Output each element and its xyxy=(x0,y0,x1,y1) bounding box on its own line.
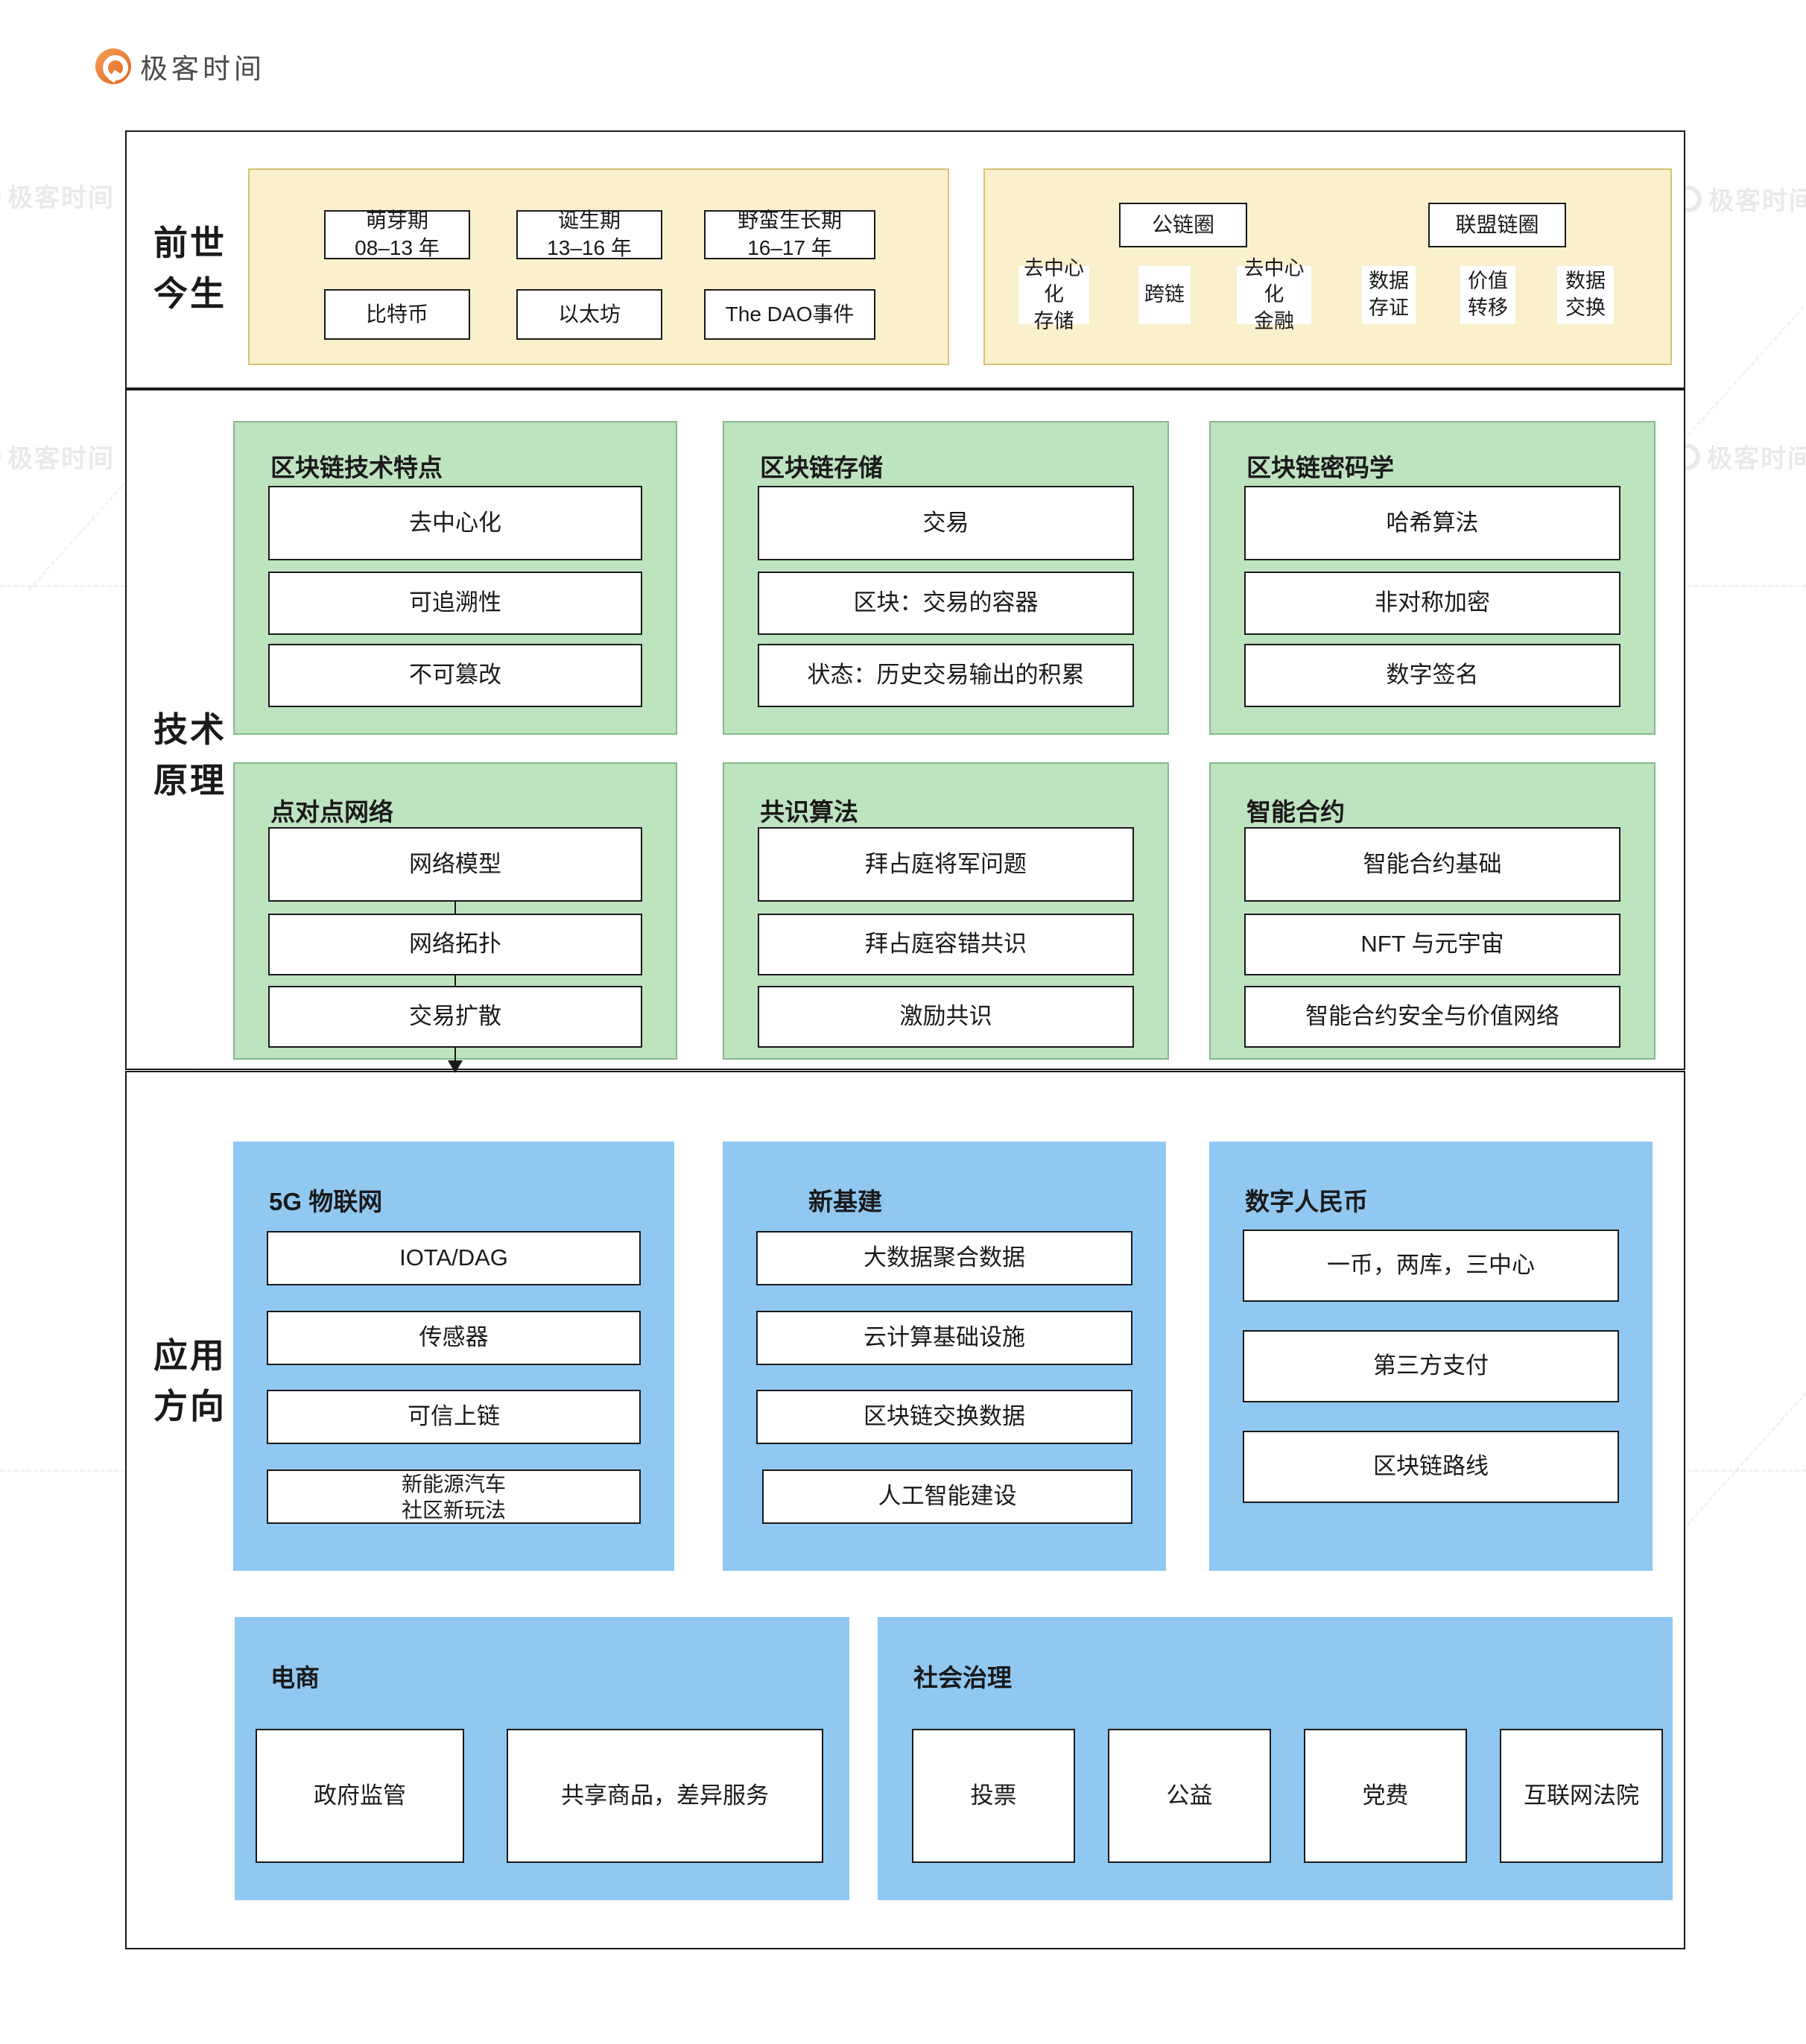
panel-title: 新基建 xyxy=(808,1188,882,1215)
panel-tech-features: 区块链技术特点 去中心化 可追溯性 不可篡改 xyxy=(233,421,677,735)
geektime-logo-text: 极客时间 xyxy=(140,54,265,84)
panel-cryptography: 区块链密码学 哈希算法 非对称加密 数字签名 xyxy=(1209,421,1656,735)
timeline-event: The DAO事件 xyxy=(704,289,875,340)
chain-group: 公链圈 xyxy=(1119,203,1247,247)
diagram-node: 投票 xyxy=(912,1729,1075,1863)
diagram-node: 区块链路线 xyxy=(1243,1431,1619,1503)
panel-p2p-network: 点对点网络 网络模型 网络拓扑 交易扩散 xyxy=(233,762,677,1073)
diagram-node: 共享商品，差异服务 xyxy=(507,1729,823,1863)
geektime-logo: 极客时间 xyxy=(95,46,265,86)
panel-title: 数字人民币 xyxy=(1245,1188,1368,1215)
diagram-node: 新能源汽车 社区新玩法 xyxy=(267,1469,641,1524)
diagram-node: 网络模型 xyxy=(268,827,642,902)
diagram-node: 人工智能建设 xyxy=(762,1469,1132,1524)
diagram-node: 去中心化 xyxy=(268,486,642,560)
panel-ecosystem: 公链圈 联盟链圈 去中心化 存储 跨链 去中心化 金融 数据 存证 价值 转移 … xyxy=(983,168,1672,365)
panel-title: 社会治理 xyxy=(913,1664,1012,1692)
diagram-node: 交易 xyxy=(758,486,1134,560)
watermark: 极客时间 xyxy=(1673,438,1806,475)
watermark: 极客时间 xyxy=(1675,180,1806,217)
chain-field: 去中心化 金融 xyxy=(1237,257,1311,332)
panel-consensus: 共识算法 拜占庭将军问题 拜占庭容错共识 激励共识 xyxy=(723,762,1169,1060)
diagram-node: 第三方支付 xyxy=(1243,1330,1619,1402)
diagram-node: 拜占庭将军问题 xyxy=(758,827,1134,902)
diagram-node: 区块链交换数据 xyxy=(756,1390,1132,1444)
section-history-label: 前世 今生 xyxy=(153,224,226,314)
diagram-node: 网络拓扑 xyxy=(268,914,642,975)
watermark-logo-icon xyxy=(0,182,1,209)
watermark: 极客时间 xyxy=(0,177,115,214)
diagram-node: 公益 xyxy=(1108,1729,1271,1863)
diagram-node: 不可篡改 xyxy=(268,644,642,707)
diagram-node: 一币，两库，三中心 xyxy=(1243,1230,1619,1302)
chain-field: 价值 转移 xyxy=(1460,266,1515,324)
diagram-node: 状态：历史交易输出的积累 xyxy=(758,644,1134,707)
chain-field: 数据 交换 xyxy=(1557,266,1614,324)
chain-field: 去中心化 存储 xyxy=(1018,257,1089,332)
panel-title: 智能合约 xyxy=(1246,798,1345,826)
diagram-node: 云计算基础设施 xyxy=(756,1311,1132,1365)
connector-line xyxy=(454,975,456,986)
panel-social-governance: 社会治理 投票 公益 党费 互联网法院 xyxy=(878,1617,1673,1900)
diagram-node: 传感器 xyxy=(267,1311,641,1365)
diagram-node: 大数据聚合数据 xyxy=(756,1231,1132,1285)
panel-timeline: 萌芽期 08–13 年 诞生期 13–16 年 野蛮生长期 16–17 年 比特… xyxy=(248,168,949,365)
timeline-event: 以太坊 xyxy=(516,289,662,340)
panel-title: 区块链存储 xyxy=(760,454,883,481)
diagram-node: 激励共识 xyxy=(758,986,1134,1048)
arrow-down-icon xyxy=(448,1060,463,1073)
panel-title: 区块链密码学 xyxy=(1246,454,1394,481)
connector-line xyxy=(454,1048,456,1062)
diagram-node: 可追溯性 xyxy=(268,572,642,635)
timeline-stage: 萌芽期 08–13 年 xyxy=(324,209,470,259)
diagram-node: 哈希算法 xyxy=(1244,486,1620,560)
diagram-node: 拜占庭容错共识 xyxy=(758,914,1134,975)
diagram-node: 可信上链 xyxy=(267,1390,641,1444)
diagram-node: NFT 与元宇宙 xyxy=(1244,914,1620,975)
panel-smart-contract: 智能合约 智能合约基础 NFT 与元宇宙 智能合约安全与价值网络 xyxy=(1209,762,1656,1060)
geektime-logo-icon xyxy=(95,48,131,84)
diagram-node: 互联网法院 xyxy=(1500,1729,1663,1863)
panel-title: 共识算法 xyxy=(760,798,858,826)
diagram-node: 党费 xyxy=(1304,1729,1467,1863)
panel-digital-rmb: 数字人民币 一币，两库，三中心 第三方支付 区块链路线 xyxy=(1209,1142,1653,1571)
diagram-node: 交易扩散 xyxy=(268,986,642,1048)
diagram-node: 智能合约基础 xyxy=(1244,827,1620,902)
diagram-node: 政府监管 xyxy=(256,1729,464,1863)
diagram-node: 非对称加密 xyxy=(1244,572,1620,635)
chain-group: 联盟链圈 xyxy=(1428,203,1566,247)
panel-title: 点对点网络 xyxy=(270,798,393,826)
panel-title: 区块链技术特点 xyxy=(270,454,443,481)
panel-ecommerce: 电商 政府监管 共享商品，差异服务 xyxy=(235,1617,849,1900)
diagram-node: 数字签名 xyxy=(1244,644,1620,707)
diagram-node: IOTA/DAG xyxy=(267,1231,641,1285)
diagram-node: 智能合约安全与价值网络 xyxy=(1244,986,1620,1048)
connector-line xyxy=(454,902,456,914)
panel-5g-iot: 5G 物联网 IOTA/DAG 传感器 可信上链 新能源汽车 社区新玩法 xyxy=(233,1142,674,1571)
section-principles-label: 技术 原理 xyxy=(153,710,226,800)
watermark-logo-icon xyxy=(0,443,1,470)
diagram-node: 区块：交易的容器 xyxy=(758,572,1134,635)
chain-field: 跨链 xyxy=(1138,266,1191,324)
panel-title: 电商 xyxy=(270,1664,320,1692)
panel-new-infrastructure: 新基建 大数据聚合数据 云计算基础设施 区块链交换数据 人工智能建设 xyxy=(723,1142,1166,1571)
panel-title: 5G 物联网 xyxy=(269,1188,383,1215)
chain-field: 数据 存证 xyxy=(1362,266,1416,324)
watermark: 极客时间 xyxy=(0,438,115,475)
panel-storage: 区块链存储 交易 区块：交易的容器 状态：历史交易输出的积累 xyxy=(723,421,1169,735)
timeline-stage: 野蛮生长期 16–17 年 xyxy=(704,209,875,259)
section-applications-label: 应用 方向 xyxy=(153,1336,226,1426)
timeline-stage: 诞生期 13–16 年 xyxy=(516,209,662,259)
timeline-event: 比特币 xyxy=(324,289,470,340)
